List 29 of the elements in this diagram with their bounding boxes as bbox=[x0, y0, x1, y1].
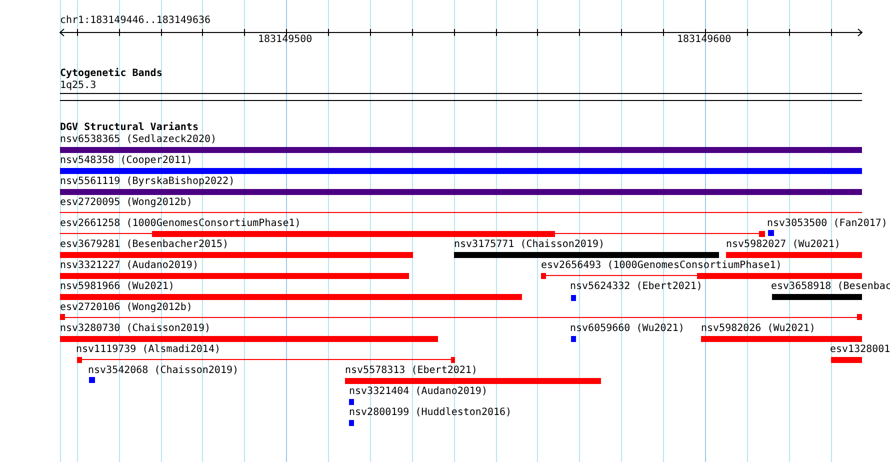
feature-label: nsv5981966 (Wu2021) bbox=[60, 281, 174, 292]
feature-label: nsv548358 (Cooper2011) bbox=[60, 155, 192, 166]
feature-label: nsv6059660 (Wu2021) bbox=[570, 323, 684, 334]
track-title: Cytogenetic Bands bbox=[60, 68, 162, 79]
coordinate-label: chr1:183149446..183149636 bbox=[60, 15, 211, 26]
tick-label: 183149600 bbox=[677, 34, 732, 45]
feature-label: esv2720106 (Wong2012b) bbox=[60, 302, 192, 313]
feature-label: nsv6538365 (Sedlazeck2020) bbox=[60, 134, 217, 145]
feature-label: esv2661258 (1000GenomesConsortiumPhase1) bbox=[60, 218, 301, 229]
feature-label: nsv3053500 (Fan2017) bbox=[767, 218, 888, 229]
feature-label: esv3679281 (Besenbacher2015) bbox=[60, 239, 229, 250]
tick-label: 183149500 bbox=[258, 34, 312, 45]
feature-label: nsv3321404 (Audano2019) bbox=[349, 386, 488, 397]
feature-label: nsv3175771 (Chaisson2019) bbox=[454, 239, 605, 250]
feature-label: esv2656493 (1000GenomesConsortiumPhase1) bbox=[541, 260, 782, 271]
feature-label: nsv3280730 (Chaisson2019) bbox=[60, 323, 211, 334]
band-label: 1q25.3 bbox=[60, 80, 96, 91]
feature-label: nsv5624332 (Ebert2021) bbox=[570, 281, 702, 292]
feature-label: nsv5578313 (Ebert2021) bbox=[345, 365, 478, 376]
track-title: DGV Structural Variants bbox=[60, 122, 198, 133]
feature-label: nsv1119739 (Alsmadi2014) bbox=[76, 344, 220, 355]
feature-label: nsv3542068 (Chaisson2019) bbox=[88, 365, 239, 376]
feature-label: nsv5982027 (Wu2021) bbox=[726, 239, 840, 250]
feature-label: esv1328001 bbox=[830, 344, 890, 355]
feature-label: nsv5561119 (ByrskaBishop2022) bbox=[60, 176, 235, 187]
feature-label: esv2720095 (Wong2012b) bbox=[60, 197, 192, 208]
feature-label: nsv2800199 (Huddleston2016) bbox=[349, 407, 512, 418]
feature-label: nsv3321227 (Audano2019) bbox=[60, 260, 198, 271]
feature-label: nsv5982026 (Wu2021) bbox=[701, 323, 816, 334]
